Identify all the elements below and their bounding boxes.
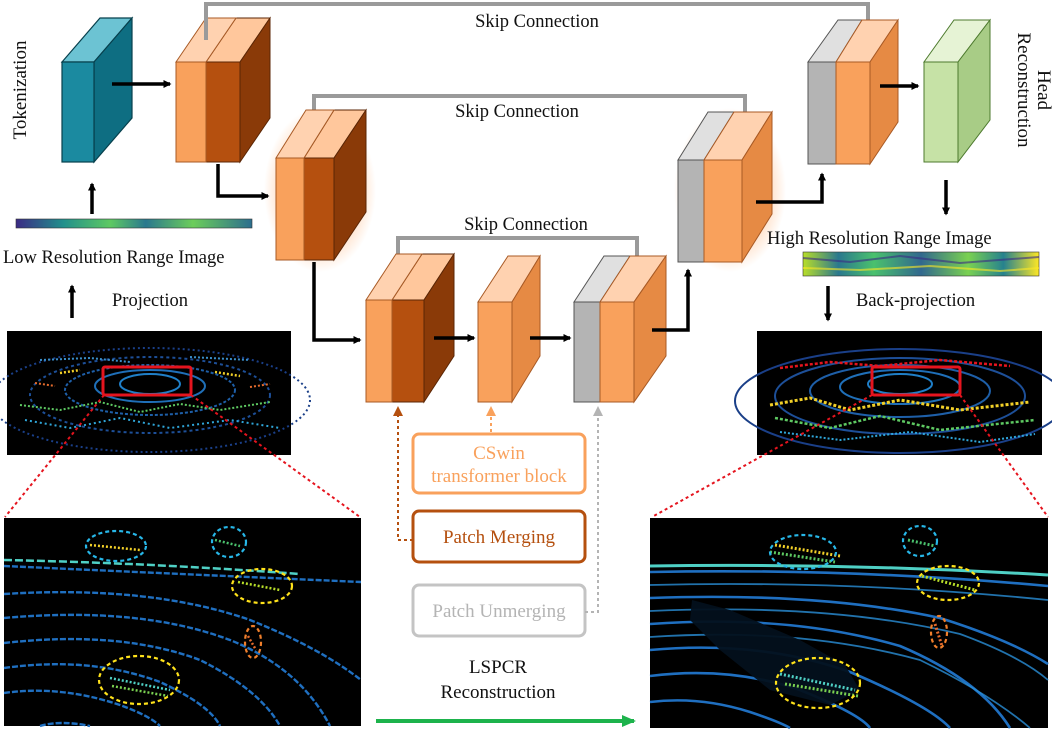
legend-patch-merging-label: Patch Merging bbox=[443, 527, 556, 548]
encoder-stage1-block bbox=[175, 16, 271, 164]
decoder-stage2-block bbox=[674, 108, 786, 272]
pointer-merging bbox=[393, 406, 413, 541]
reconstruction-head-label-line2: Head bbox=[1033, 70, 1052, 111]
high-res-label: High Resolution Range Image bbox=[767, 229, 992, 249]
reconstruction-head-label-line1: Reconstruction bbox=[1013, 32, 1034, 148]
arrow-dec2-to-dec3 bbox=[756, 172, 826, 204]
legend-patch-unmerging: Patch Unmerging bbox=[411, 583, 587, 638]
projection-label: Projection bbox=[112, 291, 188, 311]
tokenization-block bbox=[60, 16, 134, 164]
zoom-line-left-a bbox=[4, 394, 105, 518]
zoom-line-right-b bbox=[959, 394, 1049, 518]
bottleneck-block bbox=[477, 254, 541, 404]
skip-top-label: Skip Connection bbox=[475, 12, 599, 32]
pointer-unmerging bbox=[585, 406, 603, 613]
method-label-line2: Reconstruction bbox=[440, 682, 556, 703]
tokenization-label: Tokenization bbox=[10, 40, 31, 139]
legend-patch-unmerging-label: Patch Unmerging bbox=[432, 601, 566, 622]
decoder-stage1-block bbox=[573, 254, 667, 404]
decoder-stage3-block bbox=[807, 18, 899, 166]
low-res-zoom-panel bbox=[3, 518, 362, 728]
reconstruction-head-block bbox=[923, 18, 992, 164]
back-projection-label: Back-projection bbox=[856, 291, 975, 311]
skip-mid-label: Skip Connection bbox=[455, 102, 579, 122]
high-res-range-image bbox=[802, 251, 1040, 277]
low-res-range-image bbox=[15, 218, 253, 229]
low-res-label: Low Resolution Range Image bbox=[3, 248, 224, 268]
legend-cswin-line2: transformer block bbox=[431, 466, 567, 487]
zoom-line-left-b bbox=[190, 394, 361, 518]
arrow-enc1-to-enc2 bbox=[216, 164, 270, 200]
legend-cswin: CSwin transformer block bbox=[411, 432, 587, 495]
encoder-stage2-block bbox=[264, 108, 376, 272]
arrow-enc2-to-enc3 bbox=[312, 262, 362, 344]
legend-cswin-line1: CSwin bbox=[473, 443, 525, 464]
skip-low-label: Skip Connection bbox=[464, 215, 588, 235]
low-res-lidar-panel bbox=[0, 331, 311, 455]
encoder-stage3-block bbox=[365, 252, 455, 404]
legend-patch-merging: Patch Merging bbox=[411, 509, 587, 564]
method-label-line1: LSPCR bbox=[469, 657, 527, 678]
high-res-lidar-panel bbox=[734, 331, 1052, 455]
high-res-zoom-panel bbox=[649, 518, 1049, 730]
arrow-dec1-to-dec2 bbox=[652, 268, 692, 332]
